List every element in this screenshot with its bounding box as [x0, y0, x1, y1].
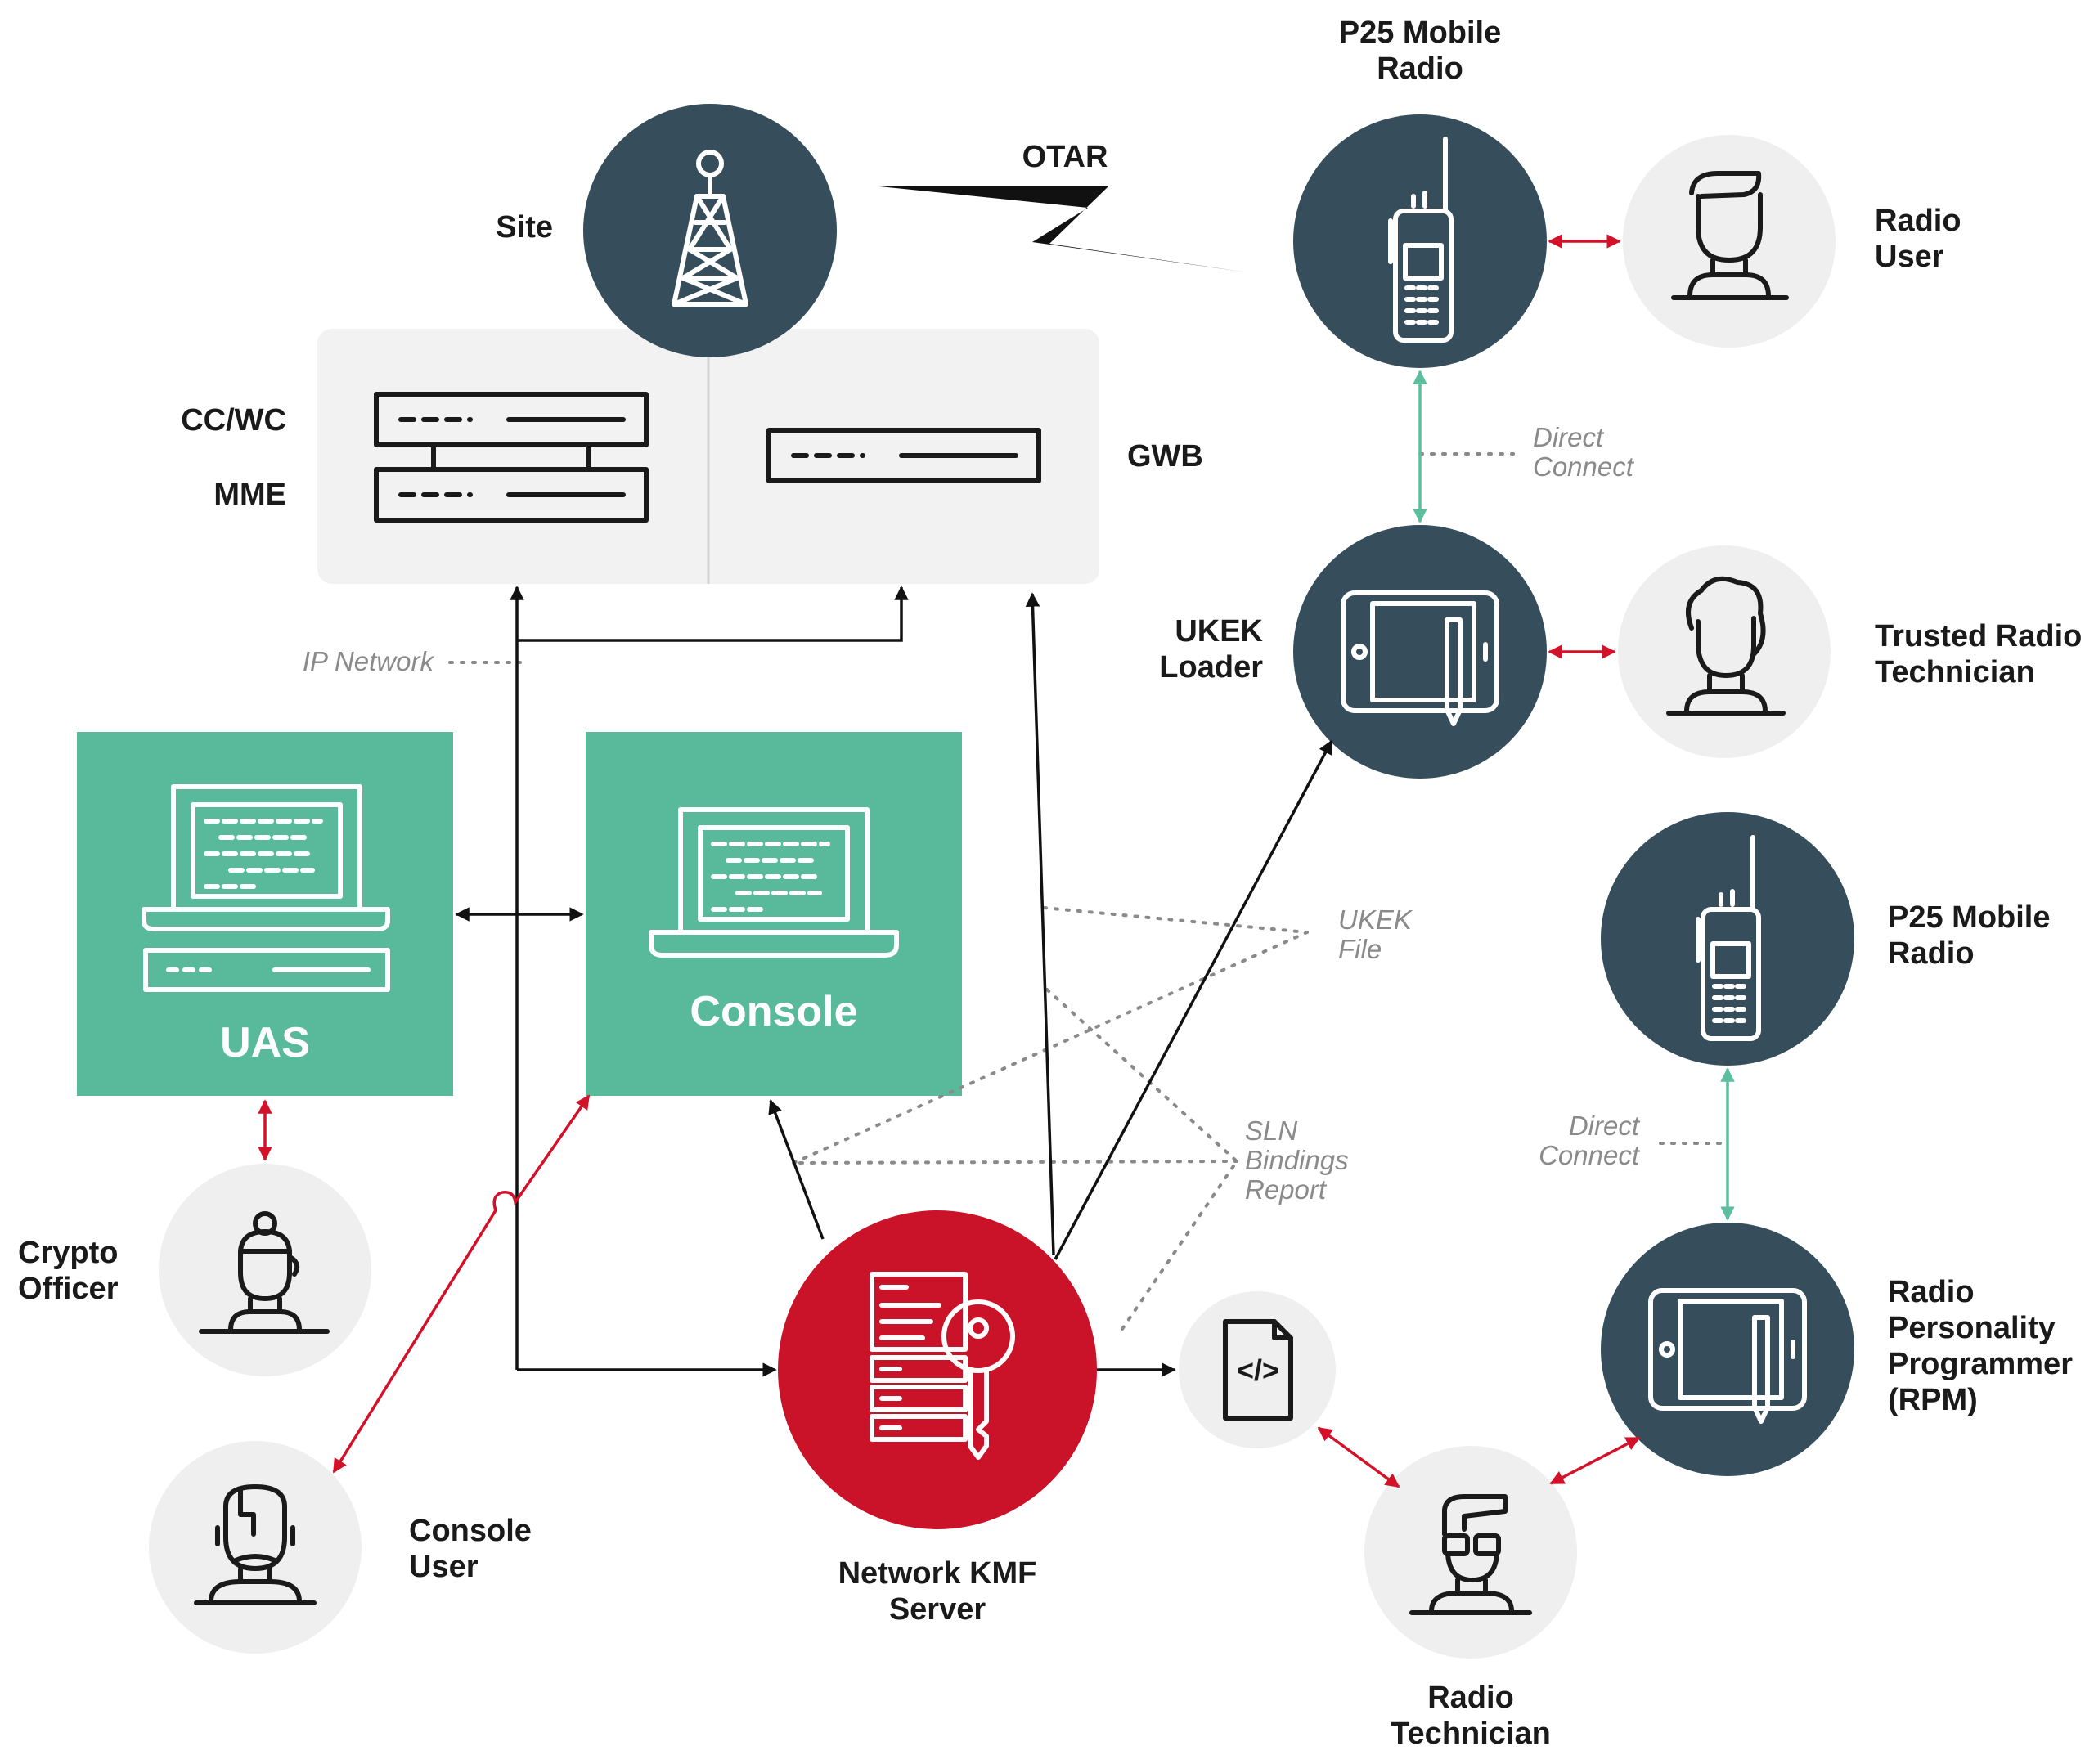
radio-user-label-line2: User — [1875, 240, 1944, 274]
kmf-to-ukek-loader-arrow — [1054, 739, 1333, 1260]
person-icon — [1671, 171, 1789, 300]
sln-report-line3: Report — [1245, 1174, 1328, 1205]
console-user-label-line1: Console — [409, 1514, 532, 1548]
server-key-icon — [870, 1272, 1015, 1460]
crypto-officer-node — [159, 1164, 371, 1376]
rpm-label-line2: Personality — [1888, 1311, 2056, 1345]
handheld-radio-icon — [1388, 137, 1454, 343]
p25-right-label-line1: P25 Mobile — [1888, 900, 2051, 935]
gwb-server-icon — [766, 428, 1041, 483]
laptop-icon — [142, 784, 390, 931]
site-label: Site — [496, 210, 553, 245]
person-icon — [194, 1484, 317, 1605]
otar-label: OTAR — [1022, 140, 1108, 174]
p25-radio-right-node — [1601, 812, 1854, 1066]
gwb-label: GWB — [1127, 439, 1203, 474]
uas-label: UAS — [220, 1019, 310, 1066]
laptop-icon — [649, 807, 899, 958]
site-node — [583, 104, 837, 357]
cc-wc-label: CC/WC — [181, 403, 286, 438]
network-kmf-server-node — [778, 1210, 1097, 1529]
otar-wireless-bolt — [879, 186, 1253, 273]
ukek-file-line2: File — [1338, 934, 1382, 964]
sln-report-line1: SLN — [1245, 1115, 1297, 1146]
console-user-node — [149, 1441, 362, 1654]
kmf-to-console-arrow — [768, 1099, 825, 1240]
p25-radio-top-node — [1293, 114, 1547, 368]
ukek-loader-label-line1: UKEK — [1175, 614, 1263, 649]
mme-label: MME — [213, 478, 286, 512]
server-rack-icon — [143, 948, 390, 992]
cell-tower-icon — [672, 150, 748, 307]
core-servers-panel — [317, 329, 1099, 584]
p25-top-label-line1: P25 Mobile — [1339, 16, 1502, 50]
ukek-loader-node — [1293, 525, 1547, 779]
rpm-node — [1601, 1223, 1854, 1476]
ukek-file-line1: UKEK — [1338, 904, 1413, 935]
sln-report-leaders — [798, 988, 1238, 1331]
rpm-label-line3: Programmer — [1888, 1347, 2073, 1381]
kmf-label-line1: Network KMF — [838, 1556, 1037, 1591]
cc-wc-server-icon — [374, 392, 649, 447]
radio-technician-label-line1: Radio — [1427, 1681, 1514, 1715]
ukek-loader-label-line2: Loader — [1159, 650, 1263, 685]
direct-connect-top-line2: Connect — [1533, 451, 1635, 482]
trusted-tech-label-line2: Technician — [1875, 655, 2035, 689]
trusted-tech-label-line1: Trusted Radio — [1875, 619, 2082, 653]
direct-connect-right-line1: Direct — [1569, 1111, 1641, 1141]
rpm-label-line4: (RPM) — [1888, 1383, 1978, 1417]
direct-connect-right-line2: Connect — [1539, 1140, 1641, 1170]
radio-user-node — [1623, 135, 1836, 348]
report-file-node: </> — [1179, 1291, 1336, 1448]
tablet-pen-icon — [1648, 1288, 1807, 1424]
p25-top-label-line2: Radio — [1377, 52, 1463, 86]
radio-tech-rpm-link-arrow — [1549, 1436, 1641, 1485]
code-file-glyph: </> — [1237, 1353, 1279, 1387]
mme-server-icon — [374, 467, 649, 523]
direct-connect-top-line1: Direct — [1533, 422, 1605, 452]
radio-user-label-line1: Radio — [1875, 204, 1961, 238]
file-radio-tech-link-arrow — [1317, 1426, 1400, 1488]
ip-network-label: IP Network — [303, 646, 435, 676]
kmf-label-line2: Server — [889, 1592, 986, 1627]
console-node: Console — [586, 732, 962, 1096]
crypto-officer-label-line2: Officer — [18, 1272, 119, 1306]
tablet-pen-icon — [1341, 590, 1499, 726]
code-file-icon — [1223, 1319, 1293, 1421]
crypto-officer-label-line1: Crypto — [18, 1236, 118, 1270]
radio-technician-label-line2: Technician — [1391, 1717, 1551, 1751]
kmf-to-gwb-arrow — [1025, 592, 1055, 1256]
handheld-radio-icon — [1696, 835, 1761, 1041]
uas-node: UAS — [77, 732, 453, 1096]
person-icon — [1666, 576, 1786, 716]
person-icon — [1409, 1494, 1532, 1615]
rpm-label-line1: Radio — [1888, 1275, 1975, 1309]
sln-report-line2: Bindings — [1245, 1145, 1349, 1175]
radio-technician-node — [1364, 1446, 1577, 1659]
trusted-radio-technician-node — [1618, 545, 1831, 758]
console-user-link-arrow — [332, 1094, 591, 1474]
console-label: Console — [690, 988, 857, 1035]
ukek-file-leaders — [792, 906, 1309, 1165]
console-user-label-line2: User — [409, 1550, 479, 1584]
p25-right-label-line2: Radio — [1888, 936, 1975, 971]
person-icon — [199, 1211, 330, 1334]
